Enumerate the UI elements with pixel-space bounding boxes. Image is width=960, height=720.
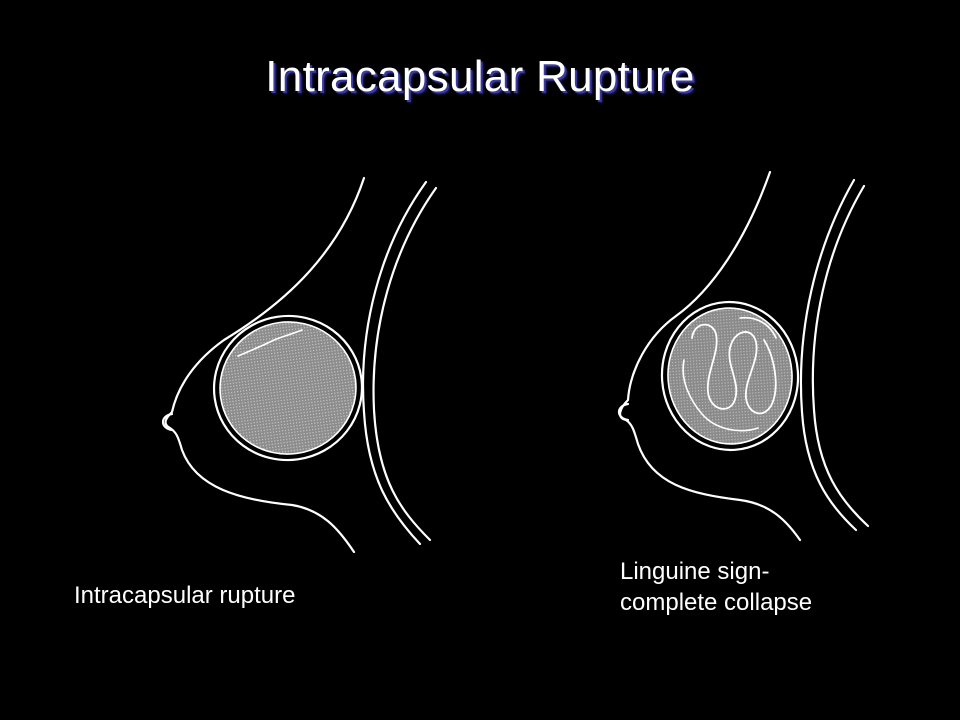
left-rupture-line	[237, 329, 303, 357]
right-chest-wall-outer	[811, 184, 870, 528]
slide-title: Intracapsular Rupture	[265, 52, 695, 101]
left-chest-wall-inner	[361, 180, 428, 546]
left-fibrous-capsule	[212, 314, 364, 462]
right-caption: Linguine sign- complete collapse	[620, 556, 812, 618]
right-linguine-shell-2	[682, 359, 759, 432]
right-caption-line2: complete collapse	[620, 589, 813, 616]
left-nipple	[161, 412, 174, 432]
left-caption: Intracapsular rupture	[74, 580, 295, 611]
right-chest-wall-inner	[799, 178, 858, 532]
left-breast-outline	[164, 176, 366, 554]
left-caption-text: Intracapsular rupture	[74, 582, 296, 609]
left-implant	[219, 321, 357, 455]
right-fibrous-capsule	[660, 300, 800, 452]
left-chest-wall-outer	[372, 186, 438, 542]
left-breast-diagram	[161, 176, 438, 554]
right-linguine-shell	[691, 323, 777, 415]
right-breast-diagram	[617, 170, 870, 542]
right-linguine-shell-3	[739, 316, 777, 339]
right-caption-line1: Linguine sign-	[620, 558, 770, 585]
right-nipple	[617, 402, 630, 422]
